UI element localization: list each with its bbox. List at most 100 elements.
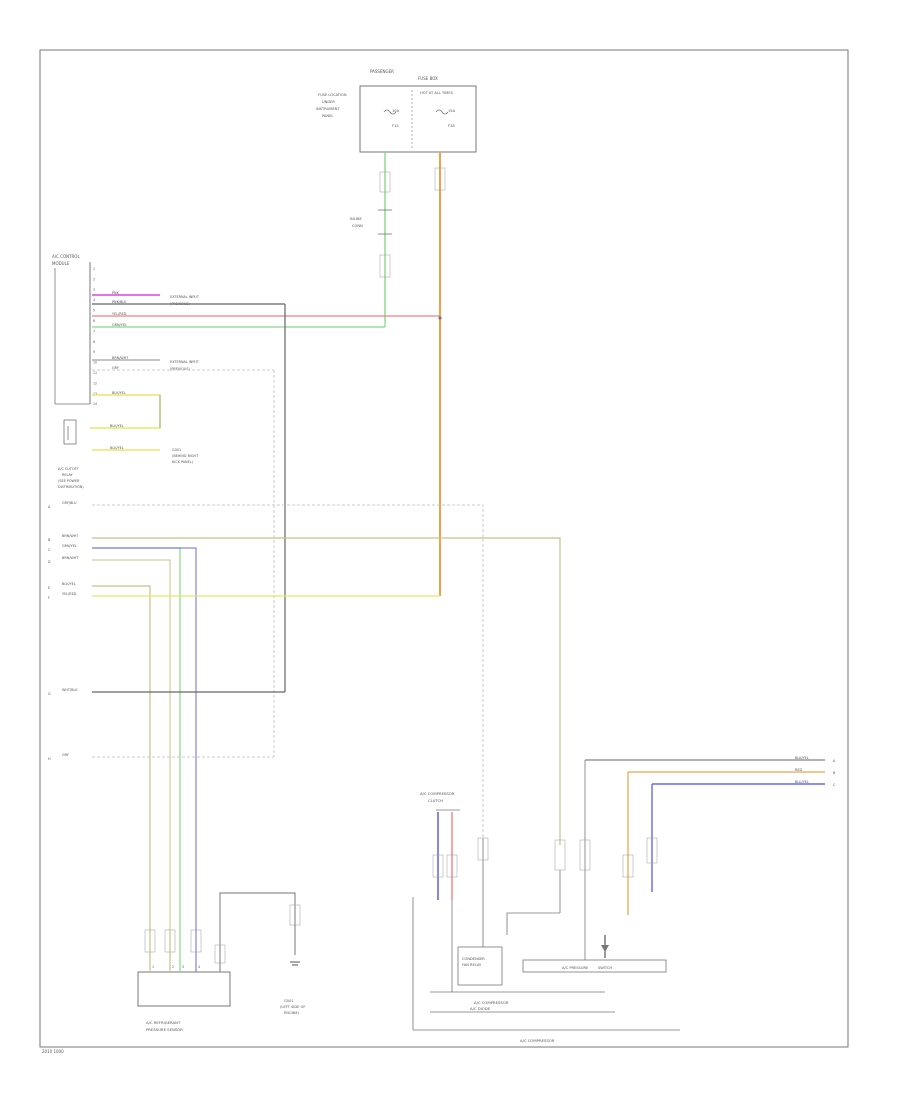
connector-ticks: [144, 167, 658, 964]
fuse-block: PASSENGER FUSE BOX FUSE LOCATION UNDER I…: [316, 69, 477, 153]
sensor-box: [137, 971, 231, 1007]
bus-pin-A: A: [48, 505, 51, 509]
compressor-label-1: A/C COMPRESSOR: [474, 1000, 509, 1005]
condenser-text-1: CONDENSER: [462, 957, 485, 961]
compressor-label-2: A/C DIODE: [470, 1006, 491, 1011]
relay-text-3: (SEE POWER: [58, 479, 80, 483]
bus-label-B: BRN/WHT: [62, 534, 79, 538]
wire-brown-dest2: (PREVIOUS): [170, 367, 190, 371]
fuse-block-title-1: PASSENGER: [370, 69, 394, 74]
module-pin-11: 11: [93, 371, 97, 375]
sensor-text-2: PRESSURE SENSOR: [146, 1027, 183, 1032]
wire-gray-top-label: PNK/BLK: [112, 300, 127, 304]
module-pin-3: 3: [93, 288, 95, 292]
relay-text-4: DISTRIBUTION): [58, 485, 84, 489]
bus-label-C: GRN/YEL: [62, 544, 77, 548]
fuse-b-rating: 15A: [448, 109, 456, 113]
bus-pin-F: F: [48, 596, 50, 600]
relay-text-2: RELAY: [62, 473, 74, 477]
wire-graydash-a: [92, 504, 484, 838]
relay-text-1: A/C CUTOFF: [58, 467, 78, 471]
bus-pin-D: D: [48, 560, 51, 564]
wire-yellow-loop: [90, 394, 161, 429]
bus-pin-B: B: [48, 538, 51, 542]
diagram-border: [39, 49, 849, 1048]
fuse-a-symbol: [383, 109, 397, 115]
module-title-1: A/C CONTROL: [52, 254, 80, 259]
bus-label-F: YEL/RED: [62, 592, 77, 596]
sensor-ground-1: G501: [284, 999, 294, 1003]
left-bus: AGRY/BLUBBRN/WHTCGRN/YELDBRN/WHTEBLK/YEL…: [48, 501, 79, 761]
fuse-block-left-2: UNDER: [322, 100, 335, 104]
ground-text-2: (BEHIND RIGHT: [172, 454, 199, 458]
fuse-block-left-4: PANEL: [322, 114, 333, 118]
wire-tan-b: [92, 537, 561, 845]
right-output-pin-0: A: [833, 759, 836, 763]
compressor-label-3: A/C COMPRESSOR: [520, 1038, 555, 1043]
module-pin-2: 2: [93, 277, 95, 281]
wire-gray-mid-label: GRY: [112, 366, 120, 370]
wire-red-label: YEL/RED: [112, 312, 127, 316]
right-out-orange: [627, 771, 825, 915]
fuse-block-box: [359, 85, 477, 153]
bus-label-D: BRN/WHT: [62, 556, 79, 560]
sensor-ground-3: ENGINE): [284, 1011, 300, 1015]
bus-pin-G: G: [48, 692, 51, 696]
module-pin-9: 9: [93, 350, 95, 354]
fuse-block-right-1: HOT AT ALL TIMES: [420, 91, 454, 95]
splice-dot-orange: [438, 316, 442, 320]
fuse-a-rating: 10A: [392, 109, 400, 113]
bus-pin-H: H: [48, 757, 51, 761]
sensor-pin-3: 3: [182, 965, 184, 969]
wire-tan-d: [92, 559, 171, 932]
wire-blue-d: [92, 547, 197, 932]
clutch-text-2: CLUTCH: [428, 798, 443, 803]
right-output-pin-1: B: [833, 771, 836, 775]
bus-label-H: GRY: [62, 753, 70, 757]
sensor-text-1: A/C REFRIGERANT: [146, 1020, 181, 1025]
bus-pin-E: E: [48, 586, 50, 590]
compressor-block: A/C COMPRESSOR A/C DIODE A/C COMPRESSOR: [412, 897, 680, 1043]
right-out-blue: [651, 783, 825, 892]
module-pin-8: 8: [93, 340, 95, 344]
right-output-label-2: BLU/YEL: [795, 780, 809, 784]
wire-brown-dest: EXTERNAL INPUT: [170, 360, 200, 364]
sensor-ground-2: (LEFT SIDE OF: [280, 1005, 305, 1009]
module-pin-14: 14: [93, 402, 97, 406]
module-pin-1: 1: [93, 267, 95, 271]
compressor-clutch: A/C COMPRESSOR CLUTCH: [420, 791, 460, 992]
ground-relay: A/C CUTOFF RELAY (SEE POWER DISTRIBUTION…: [58, 419, 199, 489]
module-pin-6: 6: [93, 319, 95, 323]
footer-code: 2010 1000: [42, 1049, 64, 1054]
fuse-a-id: F15: [392, 124, 399, 128]
relay-wire1-label: BLK/YEL: [110, 424, 124, 428]
fuse-b-symbol: [435, 109, 449, 115]
fuse-block-title-2: FUSE BOX: [418, 76, 438, 81]
module-pin-5: 5: [93, 309, 95, 313]
ground-text-1: G301: [172, 448, 181, 452]
module-pin-12: 12: [93, 381, 97, 385]
module-pin-13: 13: [93, 392, 97, 396]
inline-connector: INLINE CONN: [350, 209, 392, 235]
pressure-switch-text-2: SWITCH: [598, 966, 612, 970]
bus-label-E: BLK/YEL: [62, 582, 76, 586]
wire-yellow-label: BLK/YEL: [112, 391, 126, 395]
wire-brown-label: BRN/WHT: [112, 356, 129, 360]
right-output-label-0: BLK/YEL: [795, 756, 809, 760]
pressure-switch-box: [522, 959, 667, 973]
wire-green-label: GRN/YEL: [112, 323, 127, 327]
sensor-pin-1: 1: [152, 965, 154, 969]
module-title-2: MODULE: [52, 261, 70, 266]
sensor-pin-2: 2: [172, 965, 174, 969]
fuse-b-id: F28: [448, 124, 455, 128]
relay-wire2-label: BLK/YEL: [110, 446, 124, 450]
bus-label-G: WHT/BLK: [62, 688, 78, 692]
module-pin-7: 7: [93, 329, 95, 333]
bus-label-A: GRY/BLU: [62, 501, 77, 505]
wire-green-c: [92, 547, 181, 932]
